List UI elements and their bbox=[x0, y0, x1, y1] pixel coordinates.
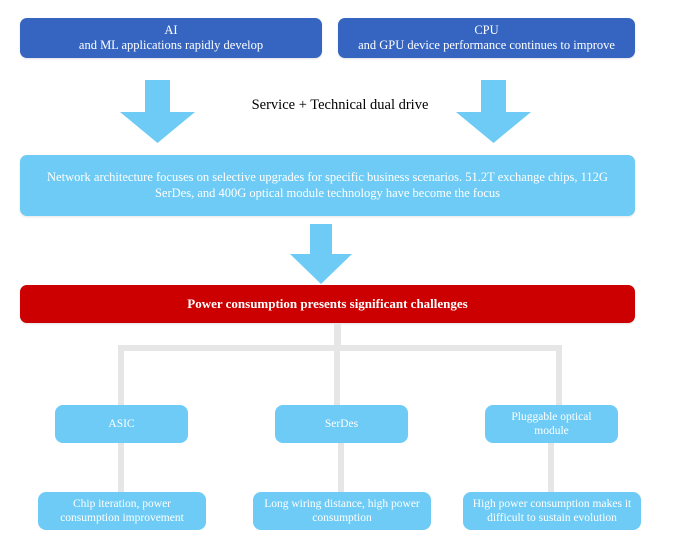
category-label-asic: ASIC bbox=[108, 417, 135, 430]
detail-box-serdes[interactable]: Long wiring distance, high power consump… bbox=[253, 492, 431, 530]
driver-ai-line2: and ML applications rapidly develop bbox=[78, 38, 264, 52]
network-architecture-text: Network architecture focuses on selectiv… bbox=[47, 170, 608, 200]
connector-horizontal-bus bbox=[120, 345, 562, 351]
detail-text-asic: Chip iteration, power consumption improv… bbox=[60, 497, 184, 524]
driver-cpu-line2: and GPU device performance continues to … bbox=[358, 38, 615, 52]
driver-box-ai-text: AI and ML applications rapidly develop bbox=[79, 23, 263, 54]
detail-box-pluggable-optical-module[interactable]: High power consumption makes it difficul… bbox=[463, 492, 641, 530]
category-label-pluggable: Pluggable optical module bbox=[511, 410, 592, 437]
driver-box-cpu-text: CPU and GPU device performance continues… bbox=[358, 23, 615, 54]
connector-trunk bbox=[334, 323, 341, 351]
connector-leaf-asic bbox=[118, 441, 124, 494]
power-consumption-problem-text: Power consumption presents significant c… bbox=[187, 296, 468, 312]
driver-cpu-line1: CPU bbox=[474, 22, 499, 37]
down-arrow-icon-right bbox=[456, 80, 531, 143]
connector-leaf-pluggable bbox=[548, 441, 554, 494]
connector-leaf-serdes bbox=[338, 441, 344, 494]
driver-ai-line1: AI bbox=[164, 22, 178, 37]
driver-box-ai[interactable]: AI and ML applications rapidly develop bbox=[20, 18, 322, 58]
category-box-serdes[interactable]: SerDes bbox=[275, 405, 408, 443]
driver-box-cpu[interactable]: CPU and GPU device performance continues… bbox=[338, 18, 635, 58]
connector-drop-pluggable bbox=[556, 345, 562, 407]
network-architecture-box[interactable]: Network architecture focuses on selectiv… bbox=[20, 155, 635, 216]
down-arrow-icon-left bbox=[120, 80, 195, 143]
connector-drop-serdes bbox=[334, 345, 340, 407]
category-label-serdes: SerDes bbox=[324, 417, 359, 430]
down-arrow-icon-middle bbox=[290, 224, 352, 284]
caption-service-technical-dual-drive: Service + Technical dual drive bbox=[251, 97, 429, 113]
power-consumption-problem-box[interactable]: Power consumption presents significant c… bbox=[20, 285, 635, 323]
detail-text-serdes: Long wiring distance, high power consump… bbox=[264, 497, 420, 524]
connector-drop-asic bbox=[118, 345, 124, 407]
category-box-asic[interactable]: ASIC bbox=[55, 405, 188, 443]
detail-box-asic[interactable]: Chip iteration, power consumption improv… bbox=[38, 492, 206, 530]
detail-text-pluggable: High power consumption makes it difficul… bbox=[472, 497, 632, 524]
category-box-pluggable-optical-module[interactable]: Pluggable optical module bbox=[485, 405, 618, 443]
